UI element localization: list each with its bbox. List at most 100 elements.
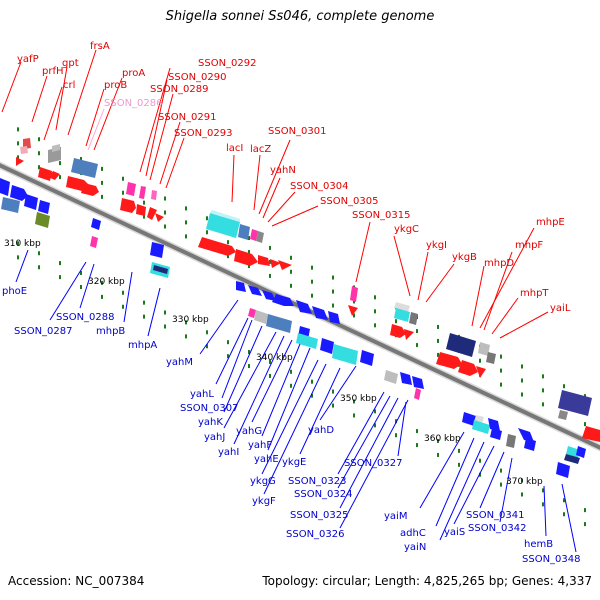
tick-mark bbox=[332, 303, 334, 308]
gene-label[interactable]: yahK bbox=[198, 417, 223, 428]
gene-label[interactable]: SSON_0305 bbox=[320, 196, 379, 207]
gene-label[interactable]: yahF bbox=[248, 440, 272, 451]
tick-mark bbox=[185, 320, 187, 325]
gene-label[interactable]: yaiN bbox=[404, 542, 426, 553]
gene-label[interactable]: mhpA bbox=[128, 340, 157, 351]
gene-label[interactable]: gpt bbox=[62, 58, 79, 69]
tick-mark bbox=[395, 319, 397, 324]
gene-label[interactable]: SSON_0307 bbox=[180, 403, 239, 414]
gene-label[interactable]: ykgI bbox=[426, 240, 447, 251]
gene-label[interactable]: SSON_0327 bbox=[344, 458, 403, 469]
gene-label[interactable]: lacZ bbox=[250, 144, 271, 155]
gene-label[interactable]: SSON_0325 bbox=[290, 510, 349, 521]
gene-label[interactable]: SSON_0315 bbox=[352, 210, 411, 221]
gene-label[interactable]: SSON_0342 bbox=[468, 523, 527, 534]
gene-label[interactable]: yahI bbox=[218, 447, 239, 458]
tick-mark bbox=[248, 236, 250, 241]
gene-label[interactable]: phoE bbox=[2, 286, 27, 297]
steelblue-feature bbox=[266, 314, 292, 333]
gene-label[interactable]: ykgG bbox=[250, 476, 276, 487]
gene-label[interactable]: lacI bbox=[226, 143, 243, 154]
gene-label[interactable]: yahN bbox=[270, 165, 296, 176]
tick-mark bbox=[59, 175, 61, 180]
grey-feature bbox=[256, 231, 264, 243]
gene-label[interactable]: mhpB bbox=[96, 326, 125, 337]
forward-gene-arrow bbox=[458, 360, 478, 376]
gene-label[interactable]: ykgF bbox=[252, 496, 276, 507]
tick-mark bbox=[542, 488, 544, 493]
gene-label[interactable]: mhpF bbox=[515, 240, 543, 251]
leader-SSON_0293 bbox=[165, 137, 185, 189]
leader-SSON_0325 bbox=[339, 397, 399, 509]
gene-label[interactable]: ykgC bbox=[394, 224, 419, 235]
gene-label[interactable]: hemB bbox=[524, 539, 553, 550]
tick-mark bbox=[164, 210, 166, 215]
gene-label[interactable]: prfH bbox=[42, 66, 64, 77]
gene-label[interactable]: SSON_0301 bbox=[268, 126, 327, 137]
gene-label[interactable]: yaiL bbox=[550, 303, 571, 314]
gene-label[interactable]: SSON_0290 bbox=[168, 72, 227, 83]
tick-mark bbox=[311, 265, 313, 270]
gene-label[interactable]: yahE bbox=[254, 454, 279, 465]
gene-label[interactable]: yafP bbox=[17, 54, 39, 65]
navy-feature bbox=[153, 265, 168, 274]
gene-label[interactable]: SSON_0348 bbox=[522, 554, 581, 565]
pink-feature bbox=[350, 286, 358, 302]
gene-label[interactable]: SSON_0288 bbox=[56, 312, 115, 323]
forward-gene-arrow bbox=[234, 249, 258, 266]
map-title: Shigella sonnei Ss046, complete genome bbox=[165, 9, 435, 24]
leader-mhpE bbox=[479, 227, 535, 329]
gene-label[interactable]: SSON_0289 bbox=[150, 84, 209, 95]
reverse-gene-arrow bbox=[24, 194, 38, 210]
forward-gene-arrow bbox=[404, 329, 414, 340]
label-leader-lines bbox=[1, 49, 577, 553]
tick-mark bbox=[542, 402, 544, 407]
gene-label[interactable]: SSON_0286 bbox=[104, 98, 163, 109]
gene-label[interactable]: mhpT bbox=[520, 288, 549, 299]
grey-feature bbox=[478, 342, 490, 356]
reverse-gene-arrow bbox=[91, 218, 101, 230]
gene-label[interactable]: yahM bbox=[166, 357, 193, 368]
leader-SSON_0301 bbox=[258, 139, 291, 215]
olive-feature bbox=[35, 212, 50, 228]
reverse-gene-arrow bbox=[518, 428, 534, 442]
gene-label[interactable]: adhC bbox=[400, 528, 426, 539]
gene-label[interactable]: ykgB bbox=[452, 252, 477, 263]
tick-mark bbox=[416, 343, 418, 348]
gene-label[interactable]: SSON_0326 bbox=[286, 529, 345, 540]
tick-mark bbox=[206, 330, 208, 335]
gene-label[interactable]: mhpD bbox=[484, 258, 514, 269]
gene-label[interactable]: SSON_0291 bbox=[158, 112, 217, 123]
leader-SSON_0341 bbox=[479, 451, 505, 509]
gene-label[interactable]: proA bbox=[122, 68, 145, 79]
gene-label[interactable]: SSON_0293 bbox=[174, 128, 233, 139]
gene-label[interactable]: SSON_0341 bbox=[466, 510, 525, 521]
gene-label[interactable]: yahD bbox=[308, 425, 334, 436]
gene-label[interactable]: yahG bbox=[236, 426, 262, 437]
tick-mark bbox=[185, 234, 187, 239]
tick-mark bbox=[353, 299, 355, 304]
gene-label[interactable]: yaiS bbox=[444, 527, 465, 538]
gene-label[interactable]: SSON_0304 bbox=[290, 181, 349, 192]
reverse-gene-arrow bbox=[462, 412, 476, 426]
gene-label[interactable]: SSON_0324 bbox=[294, 489, 353, 500]
gene-label[interactable]: frsA bbox=[90, 41, 110, 52]
leader-yahD bbox=[319, 365, 357, 421]
gene-label[interactable]: mhpE bbox=[536, 217, 565, 228]
gene-label[interactable]: proB bbox=[104, 80, 127, 91]
gene-label[interactable]: ykgE bbox=[282, 457, 306, 468]
gene-label[interactable]: SSON_0287 bbox=[14, 326, 73, 337]
tick-mark bbox=[479, 458, 481, 463]
gene-label[interactable]: yahJ bbox=[204, 432, 225, 443]
gene-label[interactable]: SSON_0323 bbox=[288, 476, 347, 487]
gene-label[interactable]: yahL bbox=[190, 389, 214, 400]
gene-label[interactable]: yaiM bbox=[384, 511, 407, 522]
scale-label: 370 kbp bbox=[506, 477, 543, 487]
tick-mark bbox=[500, 482, 502, 487]
scale-label: 360 kbp bbox=[424, 434, 461, 444]
gene-label[interactable]: crl bbox=[63, 80, 75, 91]
gene-label[interactable]: SSON_0292 bbox=[198, 58, 257, 69]
forward-gene-arrow bbox=[198, 237, 236, 256]
pink-feature bbox=[20, 146, 28, 154]
grey-feature bbox=[394, 302, 410, 312]
